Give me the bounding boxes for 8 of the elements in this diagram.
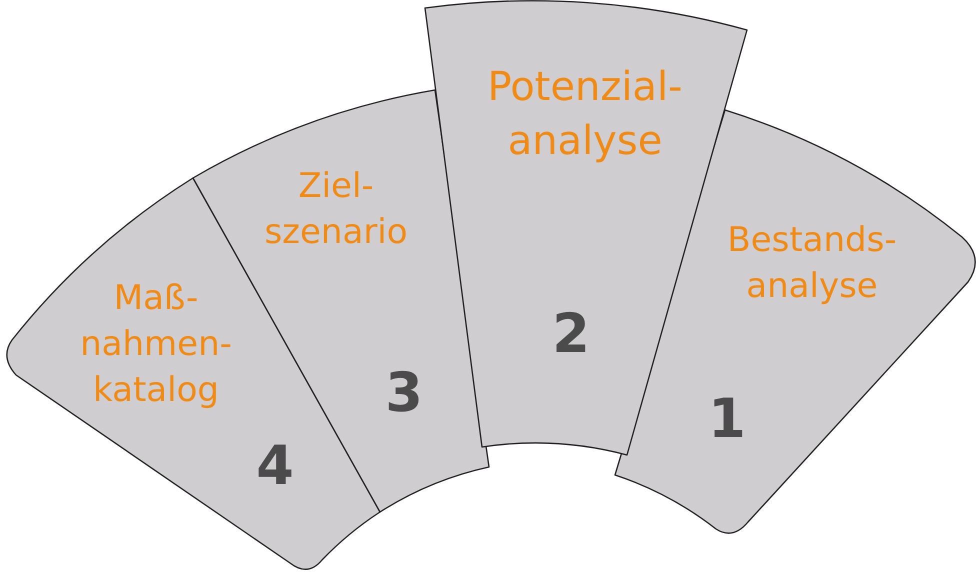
step-number: 1 xyxy=(708,392,746,446)
step-title: Ziel- szenario xyxy=(264,165,408,254)
step-number: 3 xyxy=(385,366,423,420)
step-title: Maß- nahmen- katalog xyxy=(80,277,232,412)
step-number: 4 xyxy=(256,439,294,493)
step-title: Potenzial- analyse xyxy=(488,63,682,166)
step-title: Bestands- analyse xyxy=(727,219,897,308)
step-number: 2 xyxy=(552,307,590,361)
